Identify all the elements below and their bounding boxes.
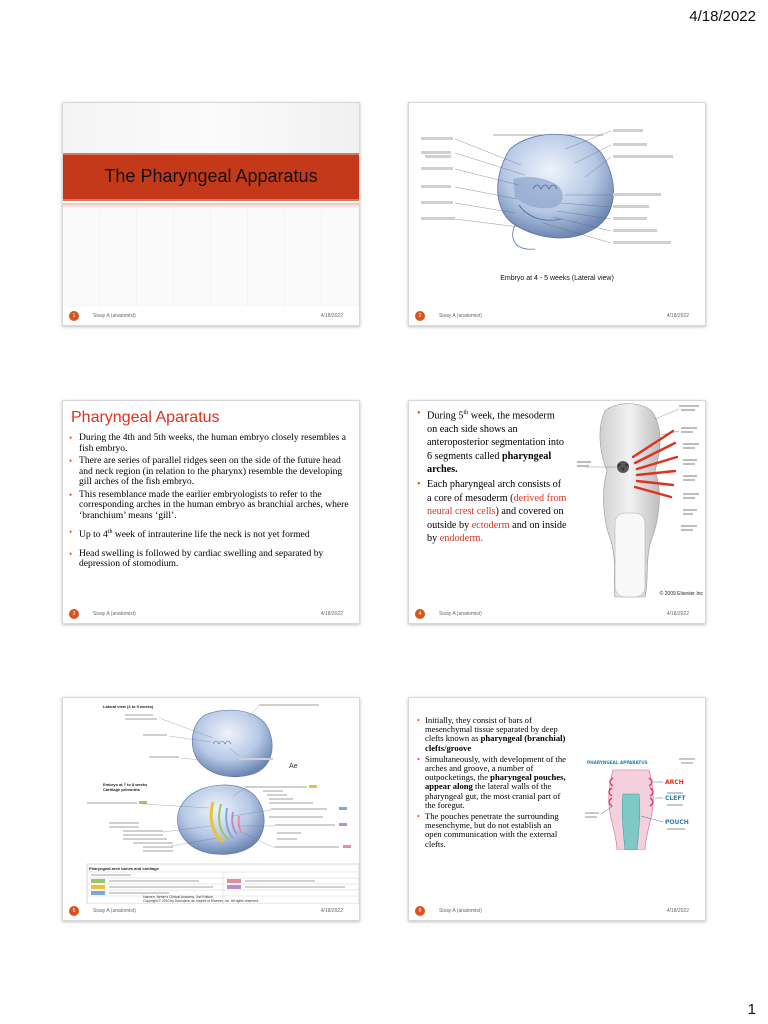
slide-top-stripe <box>63 103 359 153</box>
list-item: During the 4th and 5th weeks, the human … <box>69 432 349 454</box>
list-item: Up to 4th week of intrauterine life the … <box>69 527 349 541</box>
slide-footer: 6 Sisay A (anatomist) 4/18/2022 <box>409 902 705 920</box>
title-band: The Pharyngeal Apparatus <box>63 153 359 201</box>
slide-date: 4/18/2022 <box>666 313 689 319</box>
slide-author: Sisay A (anatomist) <box>439 908 482 914</box>
list-item: Head swelling is followed by cardiac swe… <box>69 548 349 570</box>
slide-number: 1 <box>69 311 79 321</box>
signature: Ae <box>289 763 298 770</box>
slide-footer: 1 Sisay A (anatomist) 4/18/2022 <box>63 307 359 325</box>
list-item: Simultaneously, with development of the … <box>417 754 567 810</box>
list-item: Each pharyngeal arch consists of a core … <box>417 478 567 545</box>
slide-footer: 3 Sisay A (anatomist) 4/18/2022 <box>63 605 359 623</box>
table-title: Pharyngeal arch bones and cartilage <box>89 866 160 871</box>
slide-number: 2 <box>415 311 425 321</box>
sketch-title: PHARYNGEAL APPARATUS <box>587 760 648 765</box>
list-item: The pouches penetrate the surrounding me… <box>417 811 567 849</box>
slide-5[interactable]: Lateral view (4 to 5 weeks) Ae Embryo at… <box>62 697 360 921</box>
slide-date: 4/18/2022 <box>320 313 343 319</box>
embryo-frontal-illustration <box>577 403 699 598</box>
slide-author: Sisay A (anatomist) <box>439 611 482 617</box>
slide-3[interactable]: Pharyngeal Aparatus During the 4th and 5… <box>62 400 360 624</box>
slide-date: 4/18/2022 <box>320 611 343 617</box>
page-date: 4/18/2022 <box>689 8 756 25</box>
slide-date: 4/18/2022 <box>320 908 343 914</box>
slide-background <box>63 209 359 307</box>
sketch-label-pouch: POUCH <box>665 819 689 826</box>
slide-2[interactable]: Embryo at 4 - 5 weeks (Lateral view) 2 S… <box>408 102 706 326</box>
slide-title: The Pharyngeal Apparatus <box>104 166 318 186</box>
slide-number: 3 <box>69 609 79 619</box>
title-shadow <box>63 203 359 209</box>
slide-date: 4/18/2022 <box>666 908 689 914</box>
slide-6[interactable]: Initially, they consist of bars of mesen… <box>408 697 706 921</box>
slide-footer: 4 Sisay A (anatomist) 4/18/2022 <box>409 605 705 623</box>
slide-author: Sisay A (anatomist) <box>93 313 136 319</box>
list-item: This resemblance made the earlier embryo… <box>69 489 349 522</box>
slide-4[interactable]: During 5th week, the mesoderm on each si… <box>408 400 706 624</box>
list-item: During 5th week, the mesoderm on each si… <box>417 407 567 476</box>
slide-number: 5 <box>69 906 79 916</box>
slide-footer: 2 Sisay A (anatomist) 4/18/2022 <box>409 307 705 325</box>
pharyngeal-apparatus-sketch: PHARYNGEAL APPARATUS ARCH CLEFT POUCH <box>585 758 695 850</box>
slide-1[interactable]: The Pharyngeal Apparatus 1 Sisay A (anat… <box>62 102 360 326</box>
bullet-list: During the 4th and 5th weeks, the human … <box>69 432 349 572</box>
sketch-label-cleft: CLEFT <box>665 795 686 802</box>
list-item: Initially, they consist of bars of mesen… <box>417 715 567 753</box>
figure-credit-1: Hansen: Netter's Clinical Anatomy, 2nd E… <box>143 895 214 899</box>
figure-credit-2: Copyright © 2010 by Saunders, an imprint… <box>143 899 259 903</box>
slide-body-text: During 5th week, the mesoderm on each si… <box>417 407 567 545</box>
figure-title-lateral: Lateral view (4 to 5 weeks) <box>103 704 154 709</box>
sketch-label-arch: ARCH <box>665 779 684 786</box>
slide-author: Sisay A (anatomist) <box>93 611 136 617</box>
list-item: There are series of parallel ridges seen… <box>69 455 349 488</box>
slide-footer: 5 Sisay A (anatomist) 4/18/2022 <box>63 902 359 920</box>
slide-body-text: Initially, they consist of bars of mesen… <box>417 715 567 851</box>
page-number: 1 <box>747 1001 756 1018</box>
slide-date: 4/18/2022 <box>666 611 689 617</box>
slide-author: Sisay A (anatomist) <box>93 908 136 914</box>
pharyngeal-cartilage-illustration: Lateral view (4 to 5 weeks) Ae Embryo at… <box>86 704 359 904</box>
figure-caption: Embryo at 4 - 5 weeks (Lateral view) <box>500 275 614 282</box>
figure-copyright: © 2009 Elsevier Inc <box>659 591 703 597</box>
slide-author: Sisay A (anatomist) <box>439 313 482 319</box>
slide-number: 4 <box>415 609 425 619</box>
embryo-lateral-illustration <box>421 129 673 250</box>
figure-title-cartilage: Cartilage primordia <box>103 787 140 792</box>
slide-number: 6 <box>415 906 425 916</box>
slide-title: Pharyngeal Aparatus <box>71 409 220 426</box>
figure-title-7-8-weeks: Embryo at 7 to 8 weeks <box>103 782 148 787</box>
